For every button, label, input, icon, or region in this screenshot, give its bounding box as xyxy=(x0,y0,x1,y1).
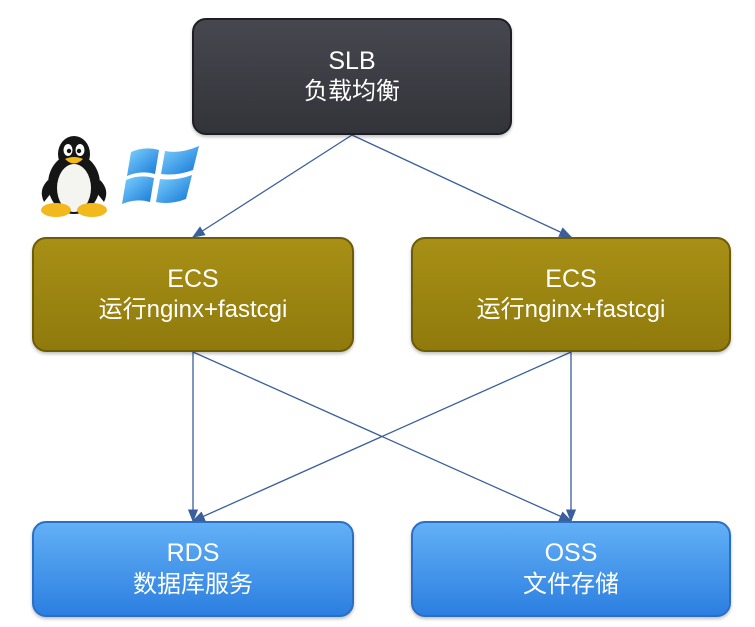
linux-tux-icon xyxy=(41,136,107,217)
ecs-left-title: ECS xyxy=(167,264,219,293)
edge-slb-to-ecs-left xyxy=(191,134,353,238)
slb-subtitle: 负载均衡 xyxy=(304,78,400,106)
slb-load-balancer-node: SLB 负载均衡 xyxy=(192,18,512,135)
slb-title: SLB xyxy=(328,46,376,75)
edge-slb-to-ecs-right xyxy=(351,134,573,238)
windows-logo-icon xyxy=(122,146,199,204)
ecs-right-node: ECS 运行nginx+fastcgi xyxy=(411,237,731,352)
oss-storage-node: OSS 文件存储 xyxy=(411,521,731,617)
edge-ecs-right-to-rds xyxy=(191,351,572,522)
rds-subtitle: 数据库服务 xyxy=(133,570,253,598)
ecs-left-subtitle: 运行nginx+fastcgi xyxy=(98,296,288,324)
rds-title: RDS xyxy=(166,539,220,568)
rds-database-node: RDS 数据库服务 xyxy=(32,521,354,617)
ecs-left-node: ECS 运行nginx+fastcgi xyxy=(32,237,354,352)
ecs-right-title: ECS xyxy=(545,264,597,293)
oss-title: OSS xyxy=(544,539,598,568)
ecs-right-subtitle: 运行nginx+fastcgi xyxy=(476,296,666,324)
oss-subtitle: 文件存储 xyxy=(523,570,619,598)
